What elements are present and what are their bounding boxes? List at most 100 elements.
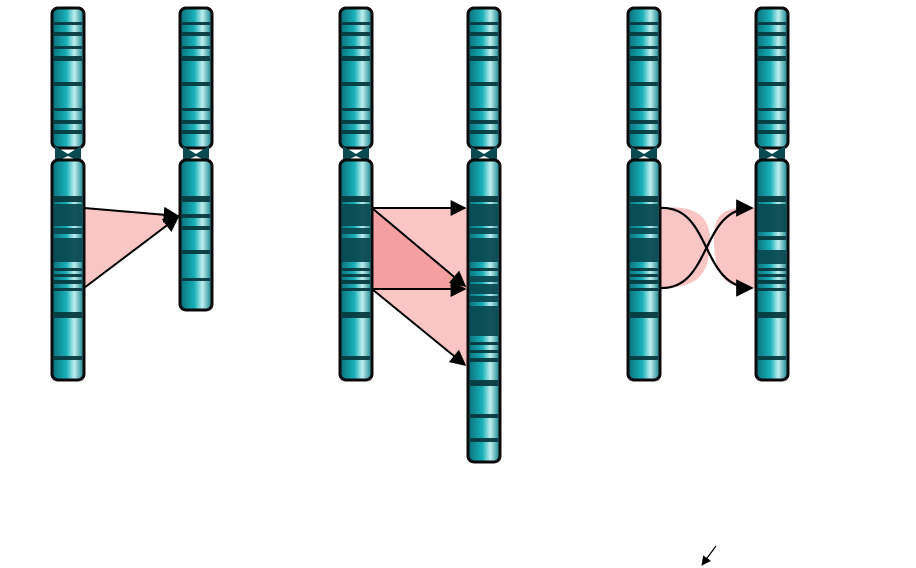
chromosome-band bbox=[182, 108, 210, 111]
chromosome-band bbox=[54, 56, 82, 61]
centromere bbox=[631, 146, 657, 162]
chromosome-band bbox=[470, 82, 498, 86]
deletion-arrow-top bbox=[83, 206, 180, 223]
chromosome-band bbox=[54, 108, 82, 111]
centromere bbox=[759, 146, 785, 162]
chromosome-p-arm bbox=[178, 6, 214, 150]
chromosome-p-arm bbox=[338, 6, 374, 150]
chromosome-band bbox=[54, 356, 82, 360]
chromosome-band bbox=[630, 238, 658, 262]
chromosome-band bbox=[470, 276, 498, 282]
chromosome-band bbox=[630, 216, 658, 226]
chromosome-band bbox=[342, 288, 370, 291]
chromosome-band bbox=[470, 268, 498, 271]
chromosome-band bbox=[470, 130, 498, 134]
chromosome-band bbox=[470, 284, 498, 294]
chromosome-inverted bbox=[754, 6, 790, 382]
chromosome-band bbox=[758, 204, 786, 232]
chromosome-band bbox=[54, 130, 82, 134]
chromosome-normal bbox=[338, 6, 374, 382]
chromosome-duplicated bbox=[466, 6, 502, 464]
chromosome-band bbox=[342, 274, 370, 277]
chromosome-band bbox=[182, 56, 210, 61]
chromosome-band bbox=[54, 274, 82, 277]
centromere bbox=[183, 146, 209, 162]
chromosome-band bbox=[630, 120, 658, 124]
chromosome-band bbox=[630, 274, 658, 277]
deletion-arrow-bottom bbox=[83, 216, 180, 289]
chromosome-band bbox=[182, 214, 210, 218]
chromosome-p-arm bbox=[50, 6, 86, 150]
chromosome-band bbox=[758, 56, 786, 61]
chromosome-band bbox=[182, 120, 210, 124]
chromosome-band bbox=[54, 312, 82, 318]
chromosome-band bbox=[630, 268, 658, 271]
chromosome-p-arm bbox=[626, 6, 662, 150]
chromosome-band bbox=[54, 32, 82, 36]
chromosome-band bbox=[470, 306, 498, 336]
chromosome-band bbox=[54, 238, 82, 262]
chromosome-band bbox=[470, 108, 498, 111]
chromosome-band bbox=[758, 280, 786, 284]
chromosome-band bbox=[470, 216, 498, 226]
chromosome-band bbox=[54, 216, 82, 226]
chromosome-band bbox=[342, 216, 370, 226]
chromosome-band bbox=[54, 22, 82, 25]
chromosome-band bbox=[342, 46, 370, 49]
chromosome-band bbox=[182, 250, 210, 254]
chromosome-band bbox=[630, 196, 658, 202]
chromosome-band bbox=[758, 274, 786, 277]
chromosome-band bbox=[758, 356, 786, 360]
chromosome-band bbox=[342, 312, 370, 318]
chromosome-band bbox=[758, 236, 786, 240]
chromosome-band bbox=[342, 130, 370, 134]
chromosome-band bbox=[470, 342, 498, 345]
chromosome-band bbox=[630, 312, 658, 318]
centromere bbox=[471, 146, 497, 162]
chromosome-band bbox=[470, 296, 498, 302]
chromosome-band bbox=[630, 130, 658, 134]
chromosome-band bbox=[630, 32, 658, 36]
chromosome-band bbox=[758, 120, 786, 124]
chromosome-band bbox=[470, 438, 498, 442]
chromosome-normal bbox=[626, 6, 662, 382]
chromosome-band bbox=[630, 228, 658, 234]
chromosome-band bbox=[470, 56, 498, 61]
chromosome-band bbox=[342, 204, 370, 216]
chromosome-band bbox=[630, 22, 658, 25]
chromosome-band bbox=[758, 130, 786, 134]
chromosome-band bbox=[182, 130, 210, 134]
chromosome-band bbox=[758, 32, 786, 36]
panel-inversion bbox=[626, 6, 790, 382]
chromosome-band bbox=[342, 356, 370, 360]
chromosome-band bbox=[630, 46, 658, 49]
chromosome-band bbox=[470, 204, 498, 216]
inversion-ribbon-right bbox=[713, 207, 755, 288]
chromosome-normal bbox=[50, 6, 86, 382]
chromosome-band bbox=[342, 108, 370, 111]
chromosome-band bbox=[470, 414, 498, 418]
chromosome-band bbox=[54, 82, 82, 86]
chromosome-band bbox=[758, 22, 786, 25]
chromosome-band bbox=[342, 56, 370, 61]
chromosome-band bbox=[470, 120, 498, 124]
chromosome-band bbox=[342, 238, 370, 262]
chromosome-band bbox=[342, 196, 370, 202]
chromosome-band bbox=[54, 46, 82, 49]
chromosome-band bbox=[54, 268, 82, 271]
chromosome-band bbox=[630, 288, 658, 291]
small-arrow-icon bbox=[701, 545, 717, 566]
chromosome-band bbox=[758, 268, 786, 271]
chromosome-band bbox=[758, 196, 786, 202]
chromosome-band bbox=[630, 82, 658, 86]
chromosome-band bbox=[182, 46, 210, 49]
chromosome-band bbox=[758, 250, 786, 264]
panel-duplication bbox=[338, 6, 502, 464]
chromosome-band bbox=[342, 228, 370, 234]
chromosome-band bbox=[470, 358, 498, 362]
chromosome-band bbox=[182, 278, 210, 281]
duplication-arrow-4 bbox=[371, 288, 467, 367]
chromosome-band bbox=[54, 120, 82, 124]
chromosome-band bbox=[470, 46, 498, 49]
